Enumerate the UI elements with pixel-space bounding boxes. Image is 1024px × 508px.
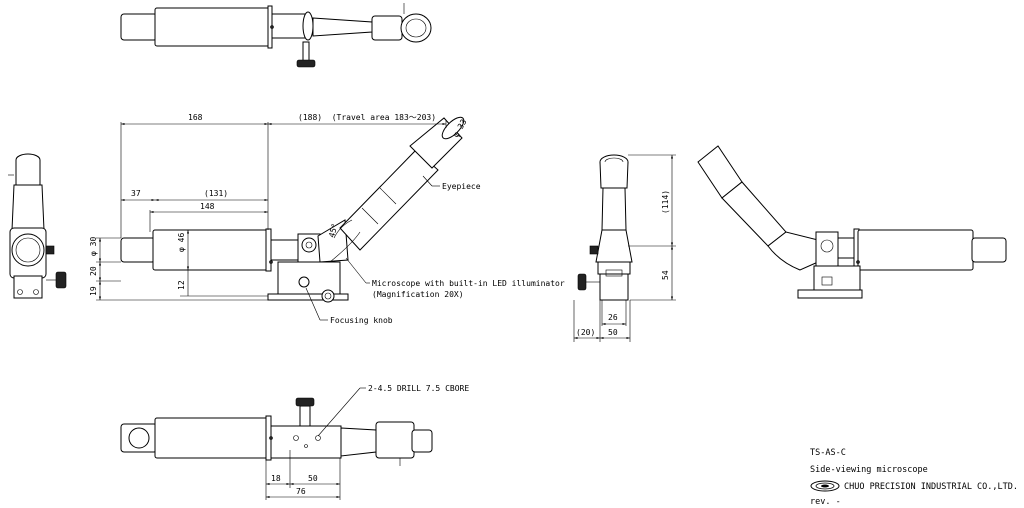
dim-12: 12 (177, 280, 186, 290)
bottom-view (120, 397, 433, 466)
bottom-view-dimensions: 18 50 76 2-4.5 DRILL 7.5 CBORE (265, 384, 469, 500)
dim-phi-46: φ 46 (177, 233, 186, 252)
dim-76: 76 (296, 487, 306, 496)
top-view (120, 3, 432, 68)
callout-microscope-line2: (Magnification 20X) (372, 290, 464, 299)
dim-20-paren: (20) (576, 328, 595, 337)
dim-phi-30: φ 30 (89, 237, 98, 256)
callout-drill: 2-4.5 DRILL 7.5 CBORE (368, 384, 469, 393)
callout-eyepiece: Eyepiece (442, 182, 481, 191)
dim-19: 19 (89, 286, 98, 296)
model-number: TS-AS-C (810, 448, 846, 458)
dim-50: 50 (608, 328, 618, 337)
revision: rev. - (810, 497, 841, 507)
callout-focusing-knob: Focusing knob (330, 316, 393, 325)
company-name: CHUO PRECISION INDUSTRIAL CO.,LTD. (844, 482, 1018, 492)
dim-168: 168 (188, 113, 203, 122)
dim-18: 18 (271, 474, 281, 483)
model-description: Side-viewing microscope (810, 465, 928, 475)
callout-microscope-line1: Microscope with built-in LED illuminator (372, 279, 565, 288)
right-side-view (577, 154, 633, 301)
dim-131: (131) (204, 189, 228, 198)
dim-50-bottom: 50 (308, 474, 318, 483)
dim-188-travel: (188) (Travel area 183〜203) (298, 113, 436, 122)
right-view-dimensions: (114) 54 26 (20) 50 (573, 154, 676, 342)
dim-114: (114) (661, 190, 670, 214)
dim-45-deg: 45° (327, 222, 339, 238)
dim-54: 54 (661, 270, 670, 280)
title-block: TS-AS-C Side-viewing microscope CHUO PRE… (810, 448, 1018, 507)
dim-37: 37 (131, 189, 141, 198)
company-logo (810, 480, 840, 492)
front-view (120, 116, 465, 303)
dim-20: 20 (89, 266, 98, 276)
dim-148: 148 (200, 202, 215, 211)
left-side-view (8, 153, 67, 299)
dim-26: 26 (608, 313, 618, 322)
rear-view (697, 145, 1007, 299)
front-view-callouts: Eyepiece Microscope with built-in LED il… (305, 175, 565, 325)
